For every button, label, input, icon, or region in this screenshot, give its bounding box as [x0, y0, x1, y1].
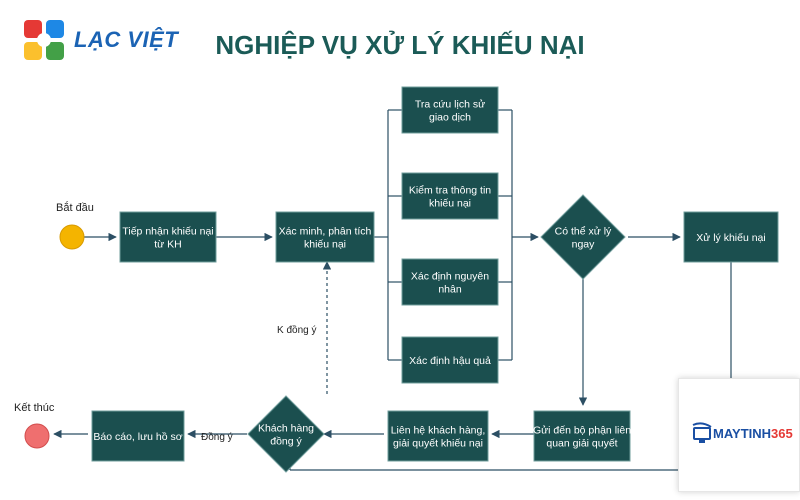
process-receive-complaint-shape — [119, 211, 217, 263]
decision-can-handle-label: Có thể xử lý — [555, 226, 612, 238]
page-title: NGHIỆP VỤ XỬ LÝ KHIẾU NẠI — [215, 30, 585, 60]
process-check-info-label: khiếu nại — [429, 198, 471, 210]
process-determine-consequence-shape — [401, 336, 499, 384]
process-receive-complaint-label: từ KH — [154, 239, 181, 251]
process-check-info-shape — [401, 172, 499, 220]
decision-can-handle-shape — [540, 194, 626, 280]
process-send-department-label: Gửi đến bộ phận liên — [533, 425, 631, 437]
maytinh365-watermark: MAYTINH365 — [678, 378, 800, 492]
process-handle-complaint-label: Xử lý khiếu nại — [696, 232, 765, 244]
process-report-archive-shape — [91, 410, 185, 462]
process-determine-cause-label: Xác định nguyên — [411, 271, 489, 283]
process-lookup-history-label: Tra cứu lịch sử — [415, 99, 485, 111]
process-contact-customer-label: Liên hệ khách hàng, — [391, 425, 486, 437]
process-contact-customer-label: giải quyết khiếu nại — [393, 438, 483, 450]
process-determine-consequence: Xác định hậu quả — [401, 336, 499, 384]
decision-customer-agree-shape — [247, 395, 325, 473]
edge-label-agree: Đồng ý — [201, 431, 233, 443]
brand-logo[interactable]: LẠC VIỆT — [22, 18, 178, 62]
brand-name: LẠC VIỆT — [74, 27, 179, 52]
process-verify-analyze-shape — [275, 211, 375, 263]
start-node — [59, 224, 85, 250]
process-determine-consequence-label: Xác định hậu quả — [409, 355, 491, 367]
process-contact-customer-shape — [387, 410, 489, 462]
decision-customer-agree-label: Khách hàng — [258, 423, 314, 435]
process-lookup-history-label: giao dịch — [429, 112, 471, 124]
process-send-department-label: quan giải quyết — [546, 438, 617, 450]
decision-can-handle-label: ngay — [572, 239, 596, 251]
process-lookup-history-shape — [401, 86, 499, 134]
end-node — [24, 423, 50, 449]
process-contact-customer: Liên hệ khách hàng,giải quyết khiếu nại — [387, 410, 489, 462]
start-label: Bắt đầu — [56, 201, 94, 214]
edge-label-disagree: K đồng ý — [277, 324, 316, 336]
process-determine-cause-label: nhân — [438, 284, 462, 296]
lac-viet-logo-icon — [24, 20, 64, 60]
process-report-archive-label: Báo cáo, lưu hồ sơ — [93, 431, 182, 443]
edge-return-bottom — [289, 462, 678, 471]
process-determine-cause-shape — [401, 258, 499, 306]
decision-customer-agree-label: đồng ý — [270, 436, 302, 448]
process-check-info-label: Kiểm tra thông tin — [409, 185, 491, 197]
computer-icon — [692, 422, 712, 443]
process-report-archive: Báo cáo, lưu hồ sơ — [91, 410, 185, 462]
process-verify-analyze-label: khiếu nại — [304, 239, 346, 251]
process-handle-complaint: Xử lý khiếu nại — [683, 211, 779, 263]
process-verify-analyze-label: Xác minh, phân tích — [279, 226, 372, 238]
process-handle-complaint-shape — [683, 211, 779, 263]
watermark-brand: MAYTINH365 — [713, 426, 793, 441]
end-label: Kết thúc — [14, 402, 55, 414]
process-receive-complaint-label: Tiếp nhận khiếu nại — [122, 226, 213, 238]
process-send-department-shape — [533, 410, 631, 462]
